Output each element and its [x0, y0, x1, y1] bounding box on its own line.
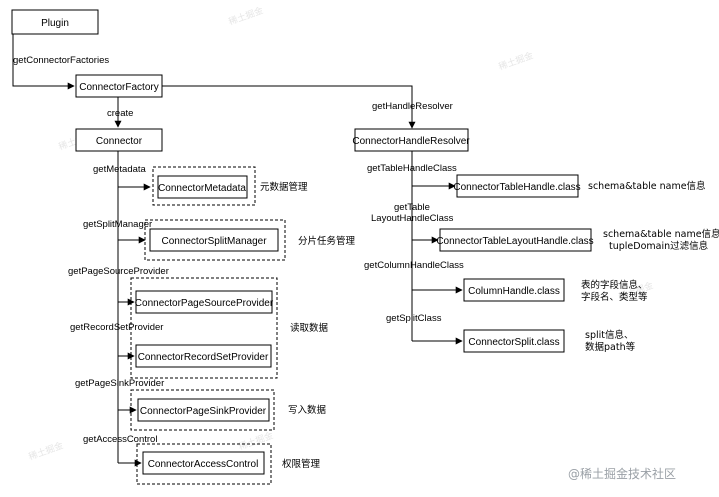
connector-handle-resolver-label: ConnectorHandleResolver: [352, 136, 470, 147]
svg-text:稀土掘金: 稀土掘金: [227, 4, 265, 28]
connector-table-handle-node: ConnectorTableHandle.class: [453, 174, 581, 198]
svg-text:稀土掘金: 稀土掘金: [27, 439, 65, 463]
comment-column-handle-line1: 表的字段信息、: [581, 279, 648, 291]
edge-label-get-table-handle-class: getTableHandleClass: [367, 163, 457, 174]
connector-page-source-provider-node: ConnectorPageSourceProvider: [135, 290, 274, 314]
dashed-frames: [130, 166, 286, 485]
connector-metadata-label: ConnectorMetadata: [158, 183, 246, 194]
connector-split-label: ConnectorSplit.class: [468, 337, 559, 348]
comment-read-data: 读取数据: [290, 322, 329, 334]
edge-label-get-table-layout-line2: LayoutHandleClass: [371, 213, 454, 224]
edge-label-get-split-class: getSplitClass: [386, 313, 442, 324]
connector-table-layout-handle-label: ConnectorTableLayoutHandle.class: [436, 236, 593, 247]
svg-text:稀土掘金: 稀土掘金: [497, 49, 535, 73]
edge-label-get-table-layout-line1: getTable: [394, 202, 430, 213]
edge-label-get-handle-resolver: getHandleResolver: [372, 101, 453, 112]
plugin-node: Plugin: [11, 9, 99, 35]
connector-factory-label: ConnectorFactory: [79, 82, 158, 93]
comment-split-line1: split信息、: [585, 329, 633, 341]
edge-label-get-column-handle-class: getColumnHandleClass: [364, 260, 464, 271]
comment-table-handle: schema&table name信息: [588, 180, 706, 192]
connector-lines: [12, 24, 463, 467]
edge-labels: getConnectorFactories create getHandleRe…: [13, 55, 464, 445]
edge-label-get-metadata: getMetadata: [93, 164, 147, 175]
comment-split-manager: 分片任务管理: [298, 235, 356, 247]
connector-factory-node: ConnectorFactory: [75, 74, 163, 98]
edge-label-get-split-manager: getSplitManager: [83, 219, 152, 230]
comment-split-line2: 数据path等: [585, 341, 636, 353]
comment-metadata: 元数据管理: [260, 181, 308, 193]
connector-split-node: ConnectorSplit.class: [463, 329, 565, 353]
edge-label-get-connector-factories: getConnectorFactories: [13, 55, 109, 66]
connector-label: Connector: [96, 136, 143, 147]
connector-metadata-node: ConnectorMetadata: [157, 175, 248, 199]
edge-label-get-record-set-provider: getRecordSetProvider: [70, 322, 163, 333]
connector-record-set-provider-node: ConnectorRecordSetProvider: [135, 344, 272, 368]
connector-access-control-node: ConnectorAccessControl: [142, 451, 265, 475]
edge-label-create: create: [107, 108, 133, 119]
comments: 元数据管理 分片任务管理 读取数据 写入数据 权限管理 schema&table…: [260, 180, 719, 470]
connector-split-manager-label: ConnectorSplitManager: [161, 236, 267, 247]
site-watermark: @稀土掘金技术社区: [568, 466, 676, 481]
edge-label-get-page-source-provider: getPageSourceProvider: [68, 266, 169, 277]
connector-record-set-provider-label: ConnectorRecordSetProvider: [138, 352, 269, 363]
connector-node: Connector: [75, 128, 163, 152]
comment-access-control: 权限管理: [282, 458, 321, 470]
connector-page-sink-provider-label: ConnectorPageSinkProvider: [140, 406, 267, 417]
comment-table-layout-line2: tupleDomain过滤信息: [609, 240, 708, 252]
comment-write-data: 写入数据: [288, 404, 327, 416]
connector-split-manager-node: ConnectorSplitManager: [149, 228, 279, 252]
comment-table-layout-line1: schema&table name信息: [603, 228, 719, 240]
connector-table-layout-handle-node: ConnectorTableLayoutHandle.class: [436, 228, 594, 252]
comment-column-handle-line2: 字段名、类型等: [581, 291, 648, 303]
edge-label-get-page-sink-provider: getPageSinkProvider: [75, 378, 164, 389]
column-handle-label: ColumnHandle.class: [468, 286, 560, 297]
plugin-label: Plugin: [41, 18, 69, 29]
connector-handle-resolver-node: ConnectorHandleResolver: [352, 128, 470, 152]
svg-text:稀土掘金: 稀土掘金: [237, 429, 275, 453]
connector-access-control-label: ConnectorAccessControl: [148, 459, 259, 470]
connector-page-sink-provider-node: ConnectorPageSinkProvider: [137, 398, 270, 422]
connector-table-handle-label: ConnectorTableHandle.class: [453, 182, 580, 193]
connector-page-source-provider-label: ConnectorPageSourceProvider: [135, 298, 274, 309]
edge-label-get-access-control: getAccessControl: [83, 434, 157, 445]
column-handle-node: ColumnHandle.class: [463, 278, 565, 302]
